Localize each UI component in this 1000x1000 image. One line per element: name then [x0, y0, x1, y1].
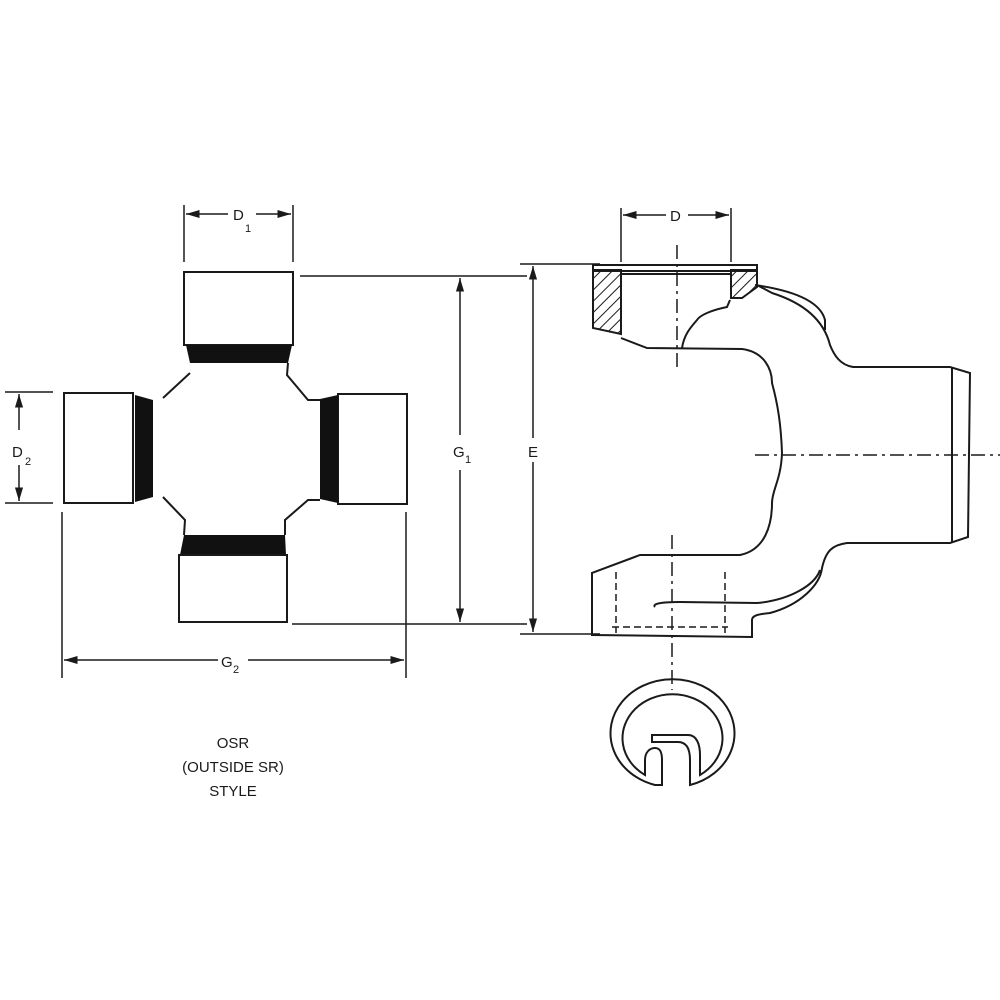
dimension-d1: D 1	[183, 205, 294, 262]
left-bearing-cap	[63, 392, 134, 504]
bottom-seal-band	[180, 535, 286, 555]
bottom-bearing-cap	[178, 554, 288, 623]
yoke-break-line	[681, 299, 731, 349]
dimension-e: E	[520, 263, 600, 635]
caption-line-2: (OUTSIDE SR)	[182, 759, 284, 776]
top-seal-band	[186, 345, 292, 363]
end-yoke	[591, 245, 1000, 690]
hatched-bearing-left	[592, 269, 622, 336]
caption-line-1: OSR	[217, 735, 250, 752]
right-bearing-cap	[337, 393, 408, 505]
caption-line-3: STYLE	[209, 783, 257, 800]
svg-text:2: 2	[25, 456, 31, 468]
label-d1: D	[233, 207, 244, 224]
label-e: E	[528, 444, 538, 461]
label-d2: D	[12, 444, 23, 461]
style-caption: OSR (OUTSIDE SR) STYLE	[182, 735, 284, 800]
yoke-outline	[591, 284, 972, 639]
label-d: D	[670, 208, 681, 225]
svg-text:1: 1	[245, 223, 251, 235]
dimension-d2: D 2	[5, 391, 53, 504]
svg-text:1: 1	[465, 454, 471, 466]
right-seal-band	[320, 395, 338, 503]
label-g2: G	[221, 654, 233, 671]
retaining-clip	[609, 678, 736, 787]
dimension-g2: G 2	[61, 512, 407, 678]
top-bearing-cap	[183, 271, 294, 346]
dimension-d: D	[620, 208, 732, 262]
left-seal-band	[135, 395, 153, 502]
cross-body-outline	[162, 362, 320, 536]
cross-spider	[63, 271, 408, 623]
svg-text:2: 2	[233, 664, 239, 676]
top-ear-outer	[754, 284, 826, 330]
label-g1: G	[453, 444, 465, 461]
bottom-ear-inner	[653, 569, 821, 608]
top-bore-lip	[592, 264, 758, 272]
dimension-g1: G 1	[292, 275, 527, 625]
clip-outline	[609, 678, 736, 787]
hatched-bearing-right	[730, 269, 758, 299]
